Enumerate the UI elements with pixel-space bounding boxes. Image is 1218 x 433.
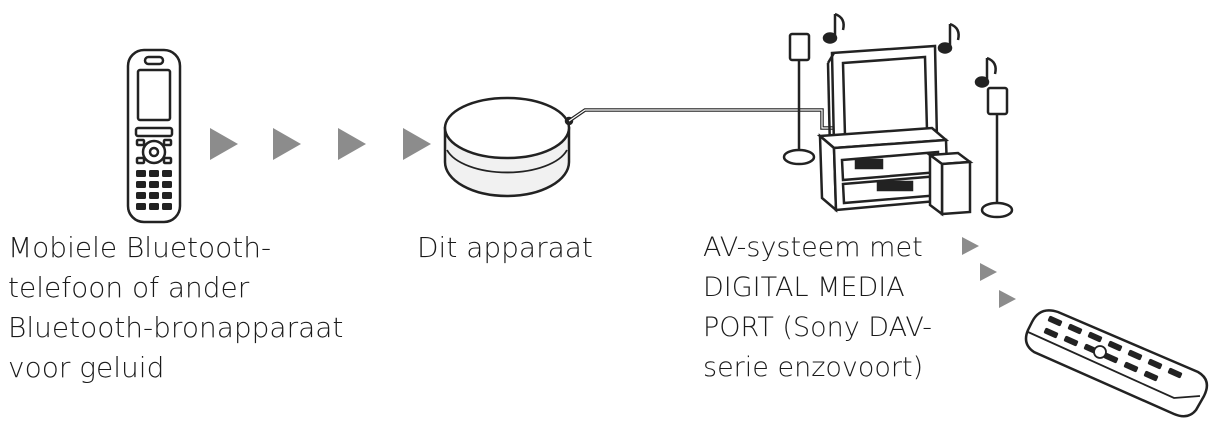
label-av-system: AV-systeem met DIGITAL MEDIA PORT (Sony … [703, 228, 932, 388]
subwoofer [926, 151, 974, 217]
signal-arrow-icon [999, 290, 1016, 308]
label-phone-line: Bluetooth-bronapparaat [8, 311, 344, 344]
music-note-icon [974, 56, 997, 88]
speaker-left [782, 32, 816, 166]
label-device: Dit apparaat [417, 228, 593, 268]
signal-arrow-icon [210, 128, 238, 160]
signal-arrow-icon [273, 128, 301, 160]
remote-signal-arrows [962, 237, 1016, 308]
music-notes [822, 12, 997, 88]
bluetooth-receiver-icon [443, 96, 574, 198]
tv-screen [826, 44, 939, 151]
label-phone-line: voor geluid [8, 351, 165, 384]
signal-arrow-icon [403, 128, 431, 160]
label-phone: Mobiele Bluetooth- telefoon of ander Blu… [8, 228, 343, 388]
music-note-icon [822, 12, 845, 44]
signal-arrow-icon [962, 237, 979, 255]
label-av-line: AV-systeem met [703, 232, 923, 263]
remote-control-icon [1024, 309, 1209, 418]
label-av-line: serie enzovoort) [703, 352, 924, 383]
signal-arrow-icon [980, 263, 997, 281]
label-av-line: DIGITAL MEDIA [703, 272, 905, 303]
av-system-icon [782, 32, 1014, 219]
mobile-phone-icon [126, 48, 182, 224]
signal-arrows [210, 128, 431, 160]
speaker-right [980, 86, 1014, 219]
label-phone-line: Mobiele Bluetooth- [8, 231, 272, 264]
label-av-line: PORT (Sony DAV- [703, 312, 932, 343]
signal-arrow-icon [338, 128, 366, 160]
av-cabinet [816, 126, 950, 213]
label-phone-line: telefoon of ander [8, 271, 250, 304]
label-device-line: Dit apparaat [417, 231, 593, 264]
music-note-icon [937, 22, 960, 54]
